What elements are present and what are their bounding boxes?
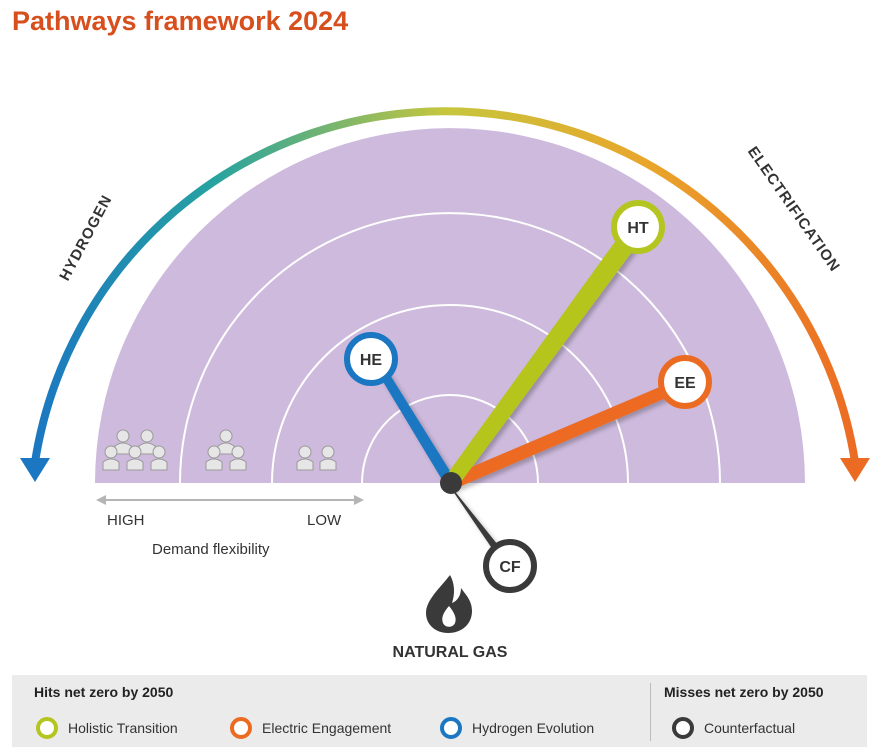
legend-item-label: Counterfactual	[704, 720, 796, 736]
legend-ring-icon-cf	[672, 717, 694, 739]
people-icon-high	[102, 429, 168, 471]
legend-misses-title: Misses net zero by 2050	[664, 684, 824, 700]
hydrogen-arrowhead	[20, 458, 50, 482]
flame-icon	[426, 575, 472, 633]
people-icon-medium	[205, 429, 247, 471]
legend-item-label: Holistic Transition	[68, 720, 178, 736]
page-title: Pathways framework 2024	[12, 6, 349, 36]
demand-flexibility-axis	[96, 495, 364, 505]
hydrogen-arc-label: HYDROGEN	[56, 192, 115, 284]
legend: Hits net zero by 2050 Misses net zero by…	[12, 675, 867, 747]
node-he: HE	[344, 332, 398, 386]
legend-item-label: Hydrogen Evolution	[472, 720, 595, 736]
legend-divider	[650, 683, 651, 741]
node-ee: EE	[658, 355, 712, 409]
needle-ee	[448, 377, 687, 490]
axis-low-label: LOW	[307, 512, 342, 529]
needle-ht	[443, 221, 646, 486]
node-cf-label: CF	[499, 559, 521, 576]
legend-ring-icon-ee	[230, 717, 252, 739]
needle-hub	[440, 472, 462, 494]
legend-item-label: Electric Engagement	[262, 720, 392, 736]
node-ht: HT	[611, 200, 665, 254]
legend-ring-icon-ht	[36, 717, 58, 739]
legend-item-hydrogen-evolution: Hydrogen Evolution	[440, 717, 594, 739]
axis-caption: Demand flexibility	[152, 541, 270, 558]
axis-high-label: HIGH	[107, 512, 145, 529]
node-he-label: HE	[360, 352, 383, 369]
legend-item-counterfactual: Counterfactual	[672, 717, 795, 739]
people-icon-low	[296, 445, 337, 471]
legend-item-holistic-transition: Holistic Transition	[36, 717, 178, 739]
legend-ring-icon-he	[440, 717, 462, 739]
node-cf: CF	[483, 539, 537, 593]
legend-hits-title: Hits net zero by 2050	[34, 684, 174, 700]
node-ee-label: EE	[674, 375, 696, 392]
ring-2	[271, 304, 629, 484]
legend-item-electric-engagement: Electric Engagement	[230, 717, 391, 739]
pathways-diagram: HYDROGEN ELECTRIFICATION HIGH LOW Demand…	[20, 107, 870, 661]
node-ht-label: HT	[627, 220, 649, 237]
energy-spectrum-arc	[31, 107, 859, 463]
natural-gas-label: NATURAL GAS	[393, 644, 508, 661]
needle-he	[379, 370, 455, 483]
electrification-arrowhead	[840, 458, 870, 482]
